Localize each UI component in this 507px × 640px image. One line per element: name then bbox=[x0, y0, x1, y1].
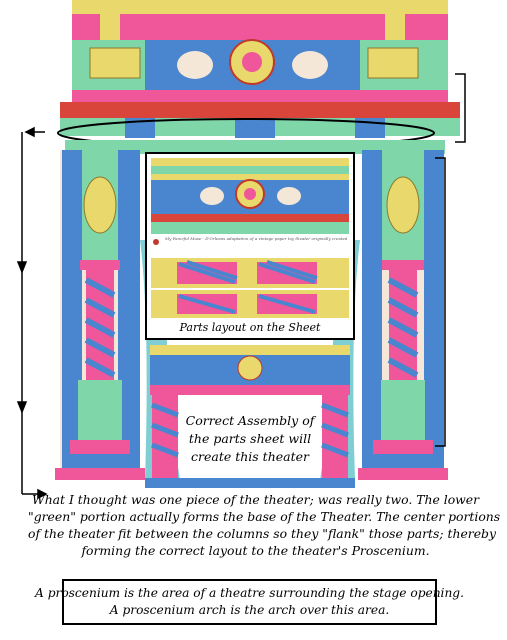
assembly-note: Correct Assembly of the parts sheet will… bbox=[180, 403, 320, 475]
theater-header bbox=[60, 0, 460, 138]
proscenium-definition: A proscenium is the area of a theatre su… bbox=[35, 579, 464, 625]
body-bracket bbox=[435, 157, 446, 447]
explanation-text: What I thought was one piece of the thea… bbox=[28, 491, 501, 559]
assembly-line: the parts sheet will bbox=[188, 431, 312, 446]
inset-credit: My Fanciful Muse - D'Orleans adaptation … bbox=[165, 236, 347, 241]
explanation-line: of the theater fit between the columns s… bbox=[28, 526, 496, 541]
assembly-line: Correct Assembly of bbox=[185, 413, 315, 428]
definition-line: A proscenium is the area of a theatre su… bbox=[35, 586, 464, 600]
parts-sheet-inset: My Fanciful Muse - D'Orleans adaptation … bbox=[145, 152, 355, 340]
parts-sheet-art bbox=[151, 158, 349, 318]
explanation-line: What I thought was one piece of the thea… bbox=[31, 492, 480, 507]
assembly-line: create this theater bbox=[191, 449, 309, 464]
inset-caption: Parts layout on the Sheet bbox=[179, 321, 321, 334]
right-column bbox=[358, 150, 448, 480]
header-bracket bbox=[455, 73, 466, 143]
left-column bbox=[55, 150, 145, 480]
explanation-line: forming the correct layout to the theate… bbox=[81, 543, 430, 558]
left-arrows bbox=[16, 126, 48, 500]
definition-line: A proscenium arch is the arch over this … bbox=[109, 603, 390, 617]
center-lower-frame bbox=[145, 345, 355, 488]
explanation-line: "green" portion actually forms the base … bbox=[28, 509, 501, 524]
